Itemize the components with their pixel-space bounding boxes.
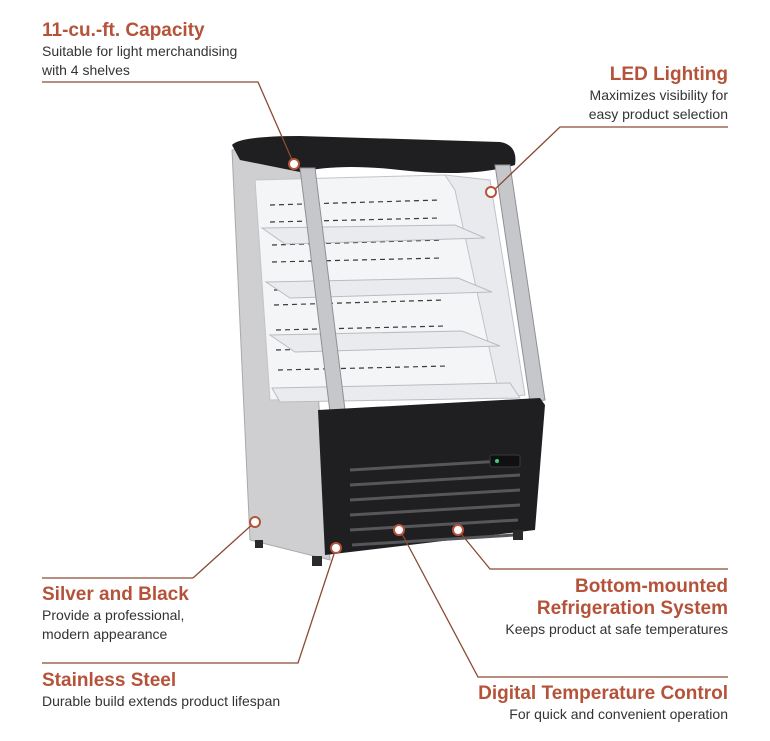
leader-led xyxy=(491,126,728,193)
leader-digital xyxy=(399,529,728,678)
foot-back xyxy=(255,540,263,548)
callout-markers xyxy=(249,158,497,554)
leader-lines xyxy=(42,81,728,678)
refrigeration-title-line2: Refrigeration System xyxy=(536,598,728,619)
marker-led xyxy=(485,186,497,198)
callout-led: LED Lighting Maximizes visibility for ea… xyxy=(589,64,728,124)
silver-title: Silver and Black xyxy=(42,584,189,605)
marker-digital xyxy=(393,524,405,536)
marker-silver xyxy=(249,516,261,528)
capacity-desc-line1: Suitable for light merchandising xyxy=(42,43,238,59)
callout-silver: Silver and Black Provide a professional,… xyxy=(42,584,189,644)
steel-title: Stainless Steel xyxy=(42,670,177,691)
digital-desc: For quick and convenient operation xyxy=(509,706,728,722)
leader-steel xyxy=(42,547,337,664)
refrigeration-title-line1: Bottom-mounted xyxy=(574,576,728,597)
capacity-desc-line2: with 4 shelves xyxy=(42,62,130,78)
silver-desc-line2: modern appearance xyxy=(42,626,168,642)
marker-capacity xyxy=(288,158,300,170)
top-canopy xyxy=(232,136,516,174)
leader-refrigeration xyxy=(457,529,728,570)
silver-desc-line1: Provide a professional, xyxy=(42,607,185,623)
digital-title: Digital Temperature Control xyxy=(478,683,728,704)
foot-left xyxy=(312,556,322,566)
capacity-title: 11-cu.-ft. Capacity xyxy=(42,20,205,41)
leader-capacity xyxy=(42,81,294,163)
led-title: LED Lighting xyxy=(609,64,728,85)
refrigeration-base xyxy=(318,398,545,555)
refrigeration-desc: Keeps product at safe temperatures xyxy=(505,621,728,637)
leader-silver xyxy=(192,521,256,579)
marker-steel xyxy=(330,542,342,554)
digital-display xyxy=(489,454,521,468)
led-desc-line1: Maximizes visibility for xyxy=(589,87,728,103)
callout-refrigeration: Bottom-mounted Refrigeration System Keep… xyxy=(505,576,728,639)
led-desc-line2: easy product selection xyxy=(588,106,728,122)
foot-right xyxy=(513,530,523,540)
callout-capacity: 11-cu.-ft. Capacity Suitable for light m… xyxy=(42,20,237,80)
callout-digital: Digital Temperature Control For quick an… xyxy=(478,683,728,724)
callout-steel: Stainless Steel Durable build extends pr… xyxy=(42,670,280,711)
steel-desc: Durable build extends product lifespan xyxy=(42,693,281,709)
marker-refrigeration xyxy=(452,524,464,536)
right-front-post xyxy=(494,164,546,403)
